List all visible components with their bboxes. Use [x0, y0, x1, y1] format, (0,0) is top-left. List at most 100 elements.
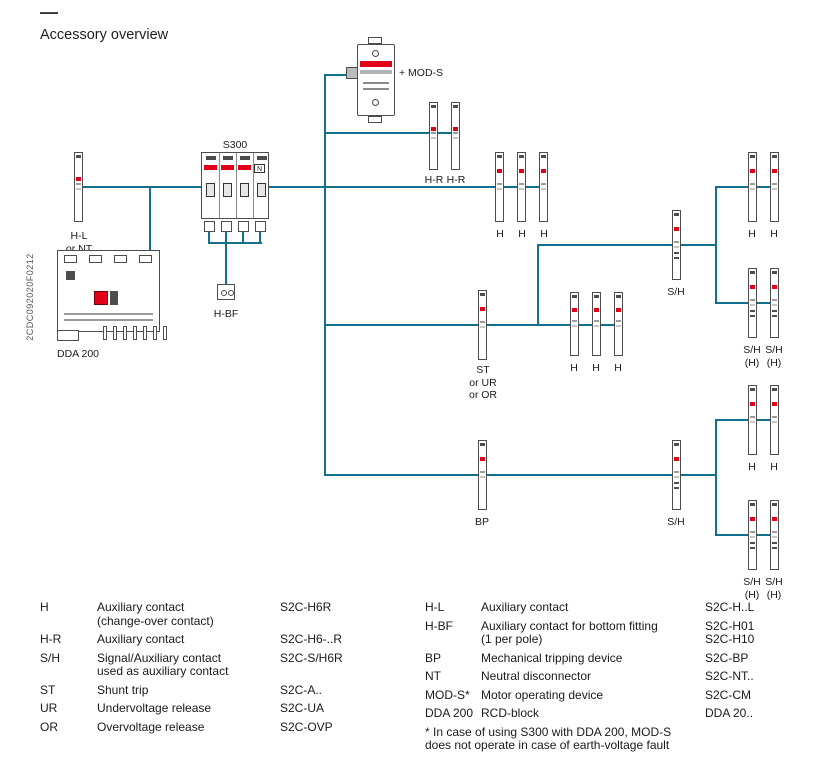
connector-line — [325, 474, 716, 476]
s300-red-stripe — [221, 165, 234, 170]
mod-s-gray-stripe — [360, 70, 392, 74]
s300-pole-divider — [252, 153, 254, 218]
s300-red-stripe — [238, 165, 251, 170]
device-h-r — [429, 102, 438, 170]
label-h: H — [770, 228, 778, 240]
legend-term: H-BF — [425, 618, 453, 633]
connector-line — [715, 534, 776, 536]
dda-terminal — [114, 255, 127, 263]
dda-terminal — [64, 255, 77, 263]
device-h — [570, 292, 579, 356]
connector-line — [208, 242, 262, 244]
legend-code: S2C-UA — [280, 701, 325, 715]
connector-line — [715, 419, 717, 536]
legend-code: S2C-OVP — [280, 719, 333, 734]
title-dash: — — [40, 2, 58, 22]
legend-code: S2C-NT.. — [705, 669, 754, 683]
mod-s-screw — [372, 50, 379, 57]
label-s-h-h: S/H (H) — [765, 344, 783, 369]
legend-term: OR — [40, 719, 58, 734]
legend-code: S2C-H6R — [280, 600, 332, 614]
label-h: H — [748, 461, 756, 473]
h-bf-contact — [221, 290, 227, 296]
device-h — [614, 292, 623, 356]
s300-terminal — [238, 221, 249, 232]
legend-desc: Auxiliary contact — [97, 632, 185, 646]
legend-term: S/H — [40, 650, 61, 665]
s300-terminal — [204, 221, 215, 232]
label-h: H — [496, 228, 504, 240]
legend-term: UR — [40, 701, 58, 715]
legend-row: UR Undervoltage release S2C-UA — [40, 701, 412, 716]
label-s-h-h: S/H (H) — [743, 576, 761, 601]
s300-toggle — [223, 183, 232, 197]
legend-desc: Mechanical tripping device — [481, 650, 623, 665]
legend-code: DDA 20.. — [705, 706, 754, 720]
connector-line — [325, 324, 620, 326]
s300-toggle — [206, 183, 215, 197]
s300-terminal — [255, 221, 266, 232]
h-bf-contact — [228, 290, 234, 296]
legend-desc: Auxiliary contact — [481, 600, 569, 614]
legend-code: S2C-S/H6R — [280, 650, 343, 665]
legend-right-column: H-L Auxiliary contact S2C-H..L H-BF Auxi… — [425, 600, 803, 753]
s300-pole-divider — [218, 153, 220, 218]
device-s-h — [748, 500, 757, 570]
mod-s-detail-line — [363, 82, 389, 84]
legend-row: BP Mechanical tripping device S2C-BP — [425, 650, 803, 666]
dda-test-button — [94, 291, 108, 305]
device-h — [517, 152, 526, 222]
legend-desc: Signal/Auxiliary contact used as auxilia… — [97, 650, 229, 678]
s300-pole-cap — [256, 156, 267, 160]
legend-row: S/H Signal/Auxiliary contact used as aux… — [40, 650, 412, 679]
legend-term: BP — [425, 650, 442, 665]
connector-line — [537, 244, 539, 326]
s300-pole-cap — [205, 156, 216, 160]
label-s-h: S/H — [667, 516, 685, 528]
label-h: H — [518, 228, 526, 240]
label-h: H — [570, 362, 578, 374]
s300-pole-divider — [235, 153, 237, 218]
legend-term: H — [40, 600, 49, 614]
legend-footnote: * In case of using S300 with DDA 200, MO… — [425, 724, 672, 752]
mod-s-screw — [372, 99, 379, 106]
label-mod-s: + MOD-S — [399, 67, 444, 79]
legend-term: H-R — [40, 632, 62, 646]
dda-detail-line — [64, 313, 153, 315]
connector-line — [715, 186, 717, 304]
legend-term: MOD-S* — [425, 687, 470, 702]
label-s-h: S/H — [667, 286, 685, 298]
device-h — [748, 385, 757, 455]
s300-toggle — [240, 183, 249, 197]
s300-neutral-marker: N — [254, 164, 265, 173]
legend-code: S2C-H..L — [705, 600, 755, 614]
connector-line — [268, 186, 544, 188]
connector-line — [325, 74, 350, 76]
legend-desc: Overvoltage release — [97, 719, 205, 734]
legend-row: OR Overvoltage release S2C-OVP — [40, 719, 412, 735]
connector-line — [538, 244, 716, 246]
device-s-h — [770, 500, 779, 570]
device-h — [748, 152, 757, 222]
legend-code: S2C-H01 S2C-H10 — [705, 618, 755, 646]
legend-term: NT — [425, 669, 441, 683]
device-s-h — [748, 268, 757, 338]
device-h — [495, 152, 504, 222]
connector-line — [79, 186, 204, 188]
device-h-r — [451, 102, 460, 170]
legend-code: S2C-A.. — [280, 682, 323, 697]
device-s-h — [770, 268, 779, 338]
connector-line — [225, 230, 227, 243]
label-s-h-h: S/H (H) — [765, 576, 783, 601]
mod-s-red-stripe — [360, 61, 392, 67]
label-h: H — [614, 362, 622, 374]
connector-line — [325, 132, 458, 134]
legend-row: DDA 200 RCD-block DDA 20.. — [425, 706, 803, 721]
connector-trunk — [324, 74, 326, 476]
label-bp: BP — [474, 516, 490, 528]
s300-red-stripe — [204, 165, 217, 170]
connector-line — [208, 230, 210, 243]
legend-desc: RCD-block — [481, 706, 540, 720]
device-mod-s — [357, 37, 395, 123]
device-s-h — [672, 210, 681, 280]
